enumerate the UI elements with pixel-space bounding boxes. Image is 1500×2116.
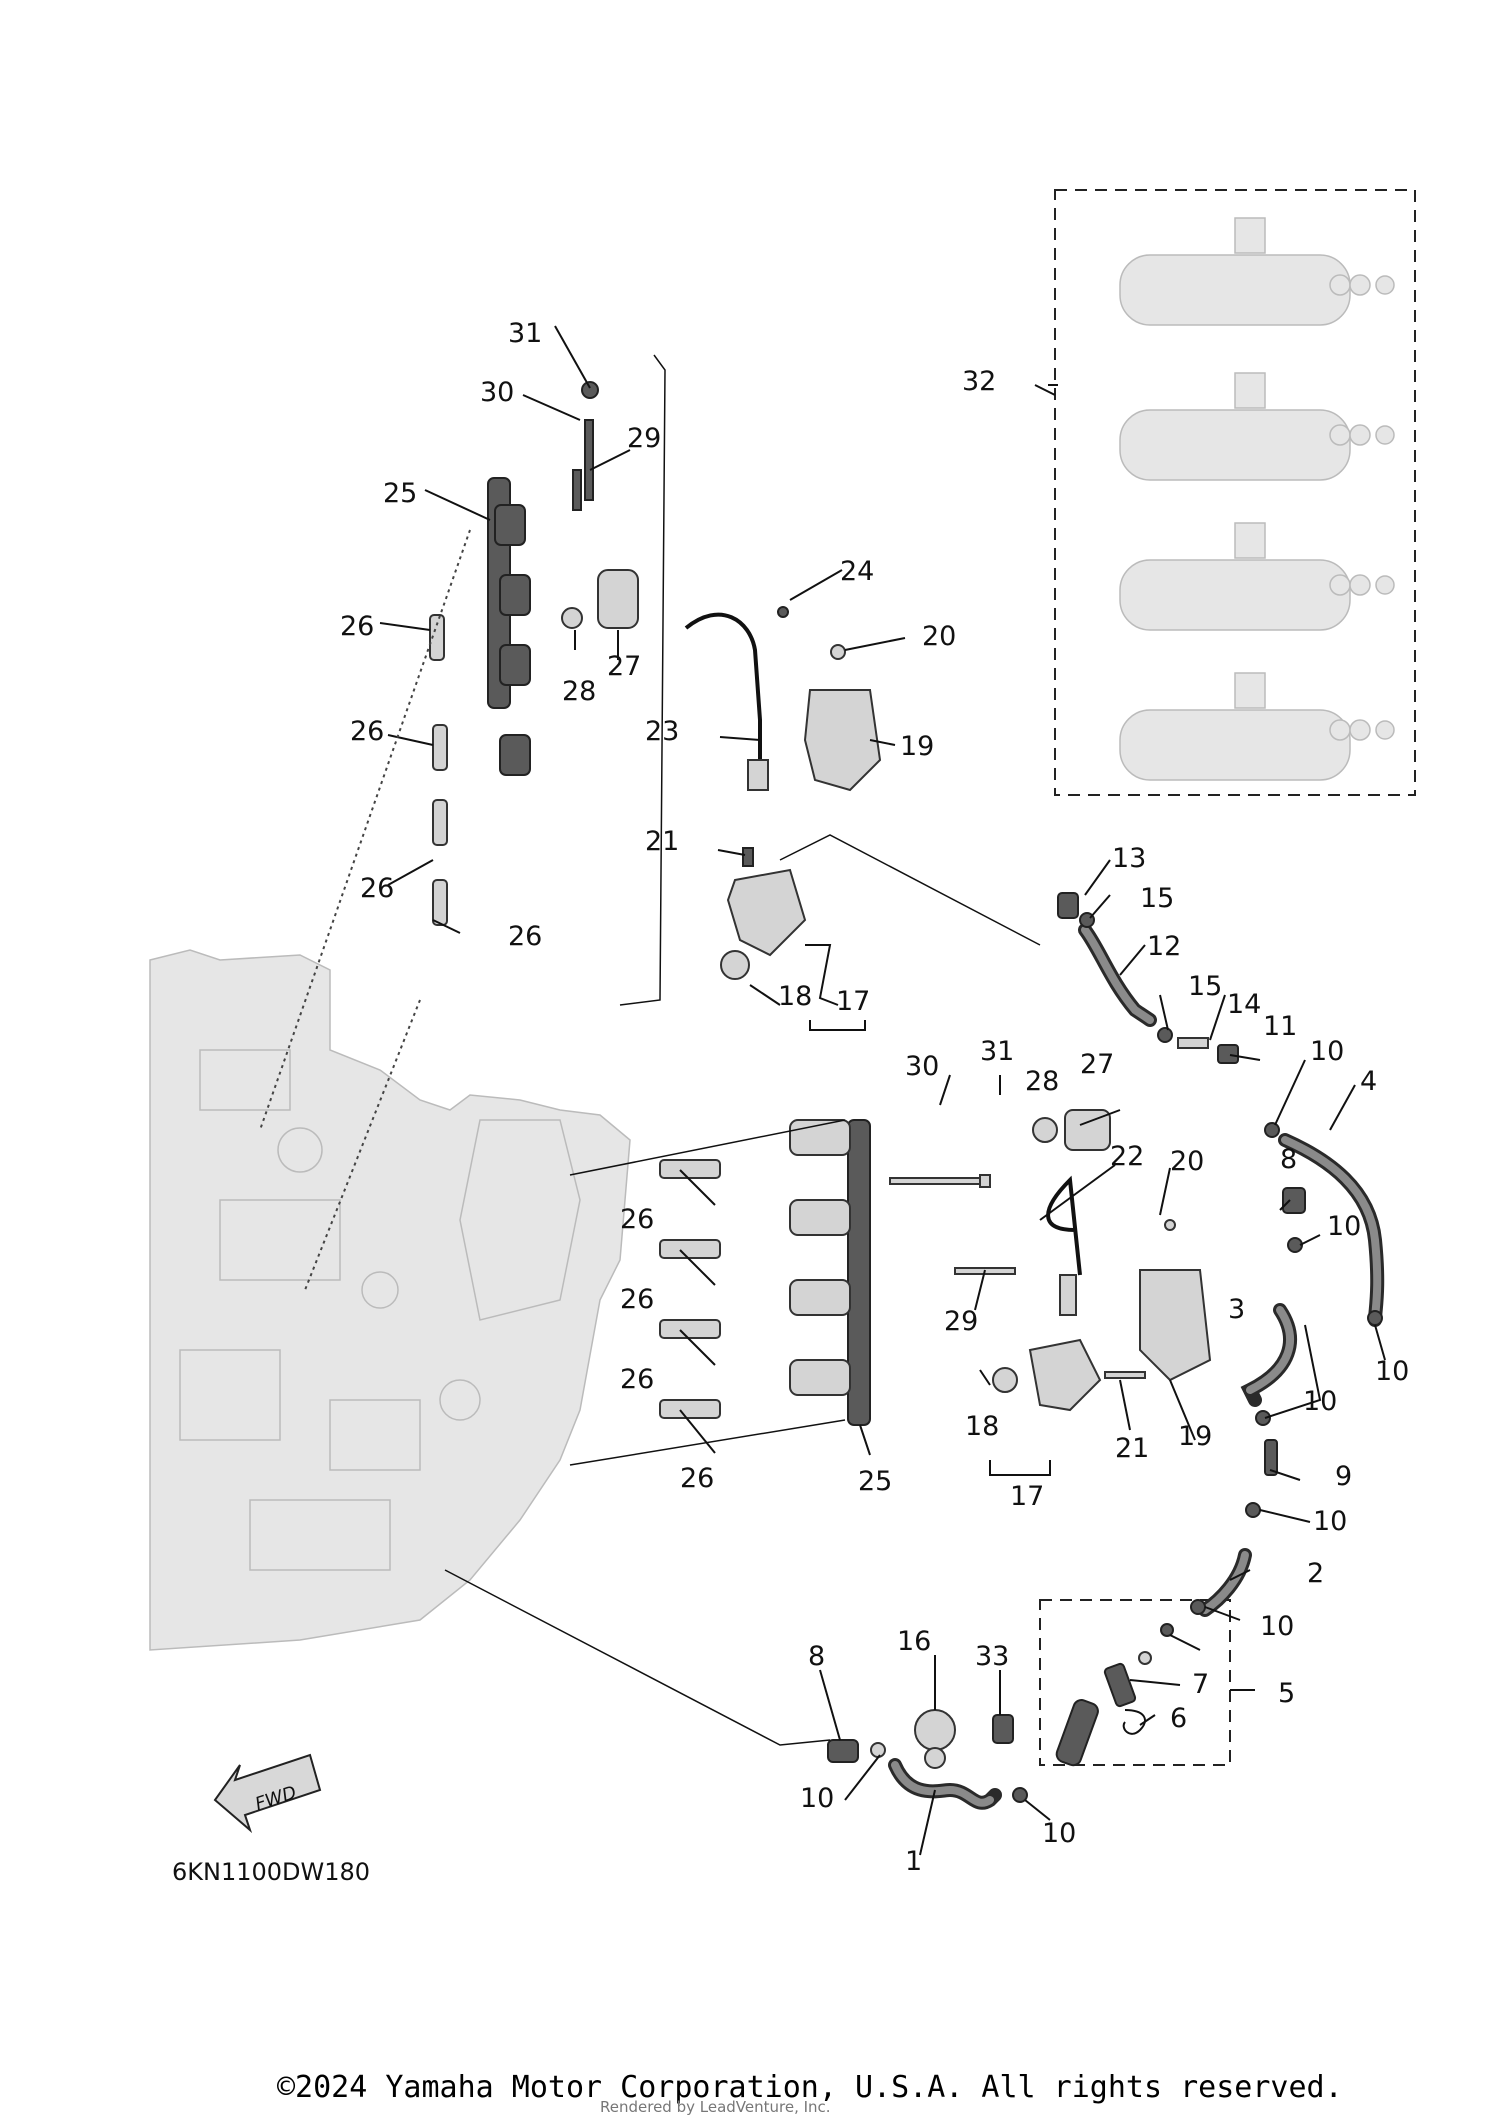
callout-27: 27 [1080,1049,1114,1080]
callout-18: 18 [778,981,812,1012]
option-box-5 [1039,1599,1231,1766]
callout-19: 19 [900,731,934,762]
lead-lines [379,325,1386,1856]
dotted-guide-2 [304,999,421,1291]
callout-26: 26 [620,1364,654,1395]
callout-15: 15 [1188,971,1222,1002]
diagram-code: 6KN1100DW180 [172,1858,370,1886]
callout-10: 10 [1313,1506,1347,1537]
callout-4: 4 [1360,1066,1377,1097]
callout-6: 6 [1170,1703,1187,1734]
callout-29: 29 [627,423,661,454]
callout-7: 7 [1192,1669,1209,1700]
callout-33: 33 [975,1641,1009,1672]
hoses [888,923,1385,1810]
callout-2: 2 [1307,1558,1324,1589]
rendered-by-note: Rendered by LeadVenture, Inc. [600,2098,831,2116]
callout-21: 21 [645,826,679,857]
callout-30: 30 [480,377,514,408]
callout-29: 29 [944,1306,978,1337]
callout-1: 1 [905,1846,922,1877]
callouts: 31 30 29 25 26 26 26 26 27 28 24 20 23 1… [340,318,1409,1877]
middle-fuel-rail-group [659,1109,1212,1426]
callout-11: 11 [1263,1011,1297,1042]
fwd-arrow: FWD [213,1753,322,1834]
callout-17: 17 [836,986,870,1017]
callout-10: 10 [1310,1036,1344,1067]
injector-assembly-ghost-1 [1119,217,1395,326]
upper-fuel-rail-group [429,381,639,926]
callout-8: 8 [808,1641,825,1672]
callout-26: 26 [360,873,394,904]
callout-17: 17 [1010,1481,1044,1512]
callout-20: 20 [1170,1146,1204,1177]
callout-12: 12 [1147,931,1181,962]
callout-26: 26 [620,1284,654,1315]
callout-14: 14 [1227,989,1261,1020]
callout-26: 26 [620,1204,654,1235]
option-box-32 [1054,189,1416,796]
callout-20: 20 [922,621,956,652]
callout-26: 26 [508,921,542,952]
callout-10: 10 [1375,1356,1409,1387]
callout-8: 8 [1280,1144,1297,1175]
injector-assembly-ghost-3 [1119,522,1395,631]
callout-23: 23 [645,716,679,747]
callout-18: 18 [965,1411,999,1442]
callout-26: 26 [680,1463,714,1494]
callout-31: 31 [508,318,542,349]
callout-9: 9 [1335,1461,1352,1492]
callout-25: 25 [858,1466,892,1497]
callout-10: 10 [1260,1611,1294,1642]
callout-13: 13 [1112,843,1146,874]
engine-block-ghost [149,949,631,1651]
callout-26: 26 [340,611,374,642]
callout-5: 5 [1278,1678,1295,1709]
callout-25: 25 [383,478,417,509]
callout-3: 3 [1228,1294,1245,1325]
callout-24: 24 [840,556,874,587]
injector-assembly-ghost-4 [1119,672,1395,781]
callout-10: 10 [800,1783,834,1814]
callout-10: 10 [1303,1386,1337,1417]
injector-assembly-ghost-2 [1119,372,1395,481]
callout-22: 22 [1110,1141,1144,1172]
callout-21: 21 [1115,1433,1149,1464]
dotted-guide-1 [259,529,471,1131]
callout-31: 31 [980,1036,1014,1067]
callout-10: 10 [1327,1211,1361,1242]
callout-28: 28 [562,676,596,707]
callout-27: 27 [607,651,641,682]
callout-26: 26 [350,716,384,747]
callout-32: 32 [962,366,996,397]
copyright-notice: ©2024 Yamaha Motor Corporation, U.S.A. A… [277,2070,1343,2105]
fittings [827,892,1383,1803]
upper-pump-group [684,606,882,980]
callout-16: 16 [897,1626,931,1657]
callout-10: 10 [1042,1818,1076,1849]
callout-28: 28 [1025,1066,1059,1097]
callout-15: 15 [1140,883,1174,914]
callout-19: 19 [1178,1421,1212,1452]
callout-30: 30 [905,1051,939,1082]
